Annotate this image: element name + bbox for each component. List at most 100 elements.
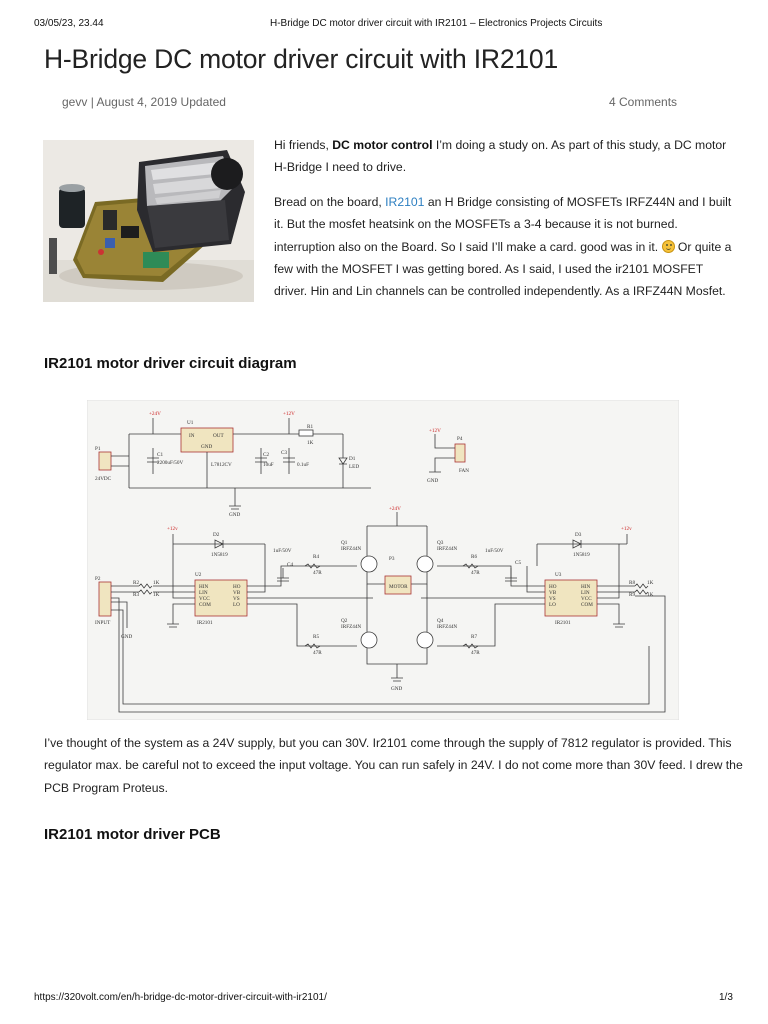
ir2101-link[interactable]: IR2101 bbox=[385, 194, 425, 209]
label-u3: U3 bbox=[555, 572, 562, 578]
label-c1: C1 bbox=[157, 452, 163, 458]
label-c4: C4 bbox=[287, 562, 293, 568]
label-r1-val: 1K bbox=[307, 440, 314, 446]
label-motor: MOTOR bbox=[389, 584, 408, 590]
label-r2: R2 bbox=[133, 580, 139, 586]
label-led: LED bbox=[349, 464, 359, 470]
label-gnd-fan: GND bbox=[427, 478, 438, 484]
section-heading-circuit: IR2101 motor driver circuit diagram bbox=[44, 355, 297, 372]
label-c2-val: 10uF bbox=[263, 462, 274, 468]
label-p4: P4 bbox=[457, 436, 463, 442]
label-c5: C5 bbox=[515, 560, 521, 566]
label-r8-val: 1K bbox=[647, 580, 654, 586]
intro-paragraph-1: Hi friends, DC motor control I’m doing a… bbox=[274, 138, 727, 175]
label-r3: R3 bbox=[133, 592, 139, 598]
label-u3-lo: LO bbox=[549, 602, 556, 608]
label-gnd-bridge: GND bbox=[391, 686, 402, 692]
label-out: OUT bbox=[213, 433, 224, 439]
label-u1: U1 bbox=[187, 420, 194, 426]
label-r9-val: 1K bbox=[647, 592, 654, 598]
label-r3-val: 1K bbox=[153, 592, 160, 598]
intro-text: Hi friends, DC motor control I’m doing a… bbox=[274, 134, 736, 315]
label-q4: Q4 bbox=[437, 618, 444, 624]
label-gnd-pin: GND bbox=[201, 444, 212, 450]
label-24v-b: +24V bbox=[389, 506, 401, 512]
label-u2-hin: HIN bbox=[199, 584, 208, 590]
label-r1: R1 bbox=[307, 424, 313, 430]
label-l7812cv: L7812CV bbox=[211, 462, 232, 468]
body-paragraph-3: I’ve thought of the system as a 24V supp… bbox=[44, 736, 743, 795]
label-q3: Q3 bbox=[437, 540, 444, 546]
label-r6-val: 47R bbox=[471, 570, 480, 576]
label-12v-fan: +12V bbox=[429, 428, 441, 434]
comments-link[interactable]: 4 Comments bbox=[609, 95, 678, 109]
label-d1: D1 bbox=[349, 456, 356, 462]
label-r7-val: 47R bbox=[471, 650, 480, 656]
circuit-schematic: P1 24VDC +24V U1 IN OUT GND L7812CV C1 2… bbox=[87, 400, 679, 720]
label-c3: C3 bbox=[281, 450, 287, 456]
label-d3-val: 1N5819 bbox=[573, 552, 590, 558]
section-heading-pcb: IR2101 motor driver PCB bbox=[44, 826, 221, 843]
label-u3-vs: VS bbox=[549, 596, 556, 602]
label-12v-left: +12v bbox=[167, 526, 178, 532]
update-date: | August 4, 2019 Updated bbox=[90, 95, 226, 109]
print-page-title: H-Bridge DC motor driver circuit with IR… bbox=[270, 18, 603, 29]
label-12v-a: +12V bbox=[283, 411, 295, 417]
label-u3-vcc: VCC bbox=[581, 596, 592, 602]
label-d2: D2 bbox=[213, 532, 220, 538]
label-in: IN bbox=[189, 433, 195, 439]
label-u2-lo: LO bbox=[233, 602, 240, 608]
label-u2-ho: HO bbox=[233, 584, 241, 590]
label-u2: U2 bbox=[195, 572, 202, 578]
label-u2-part: IR2101 bbox=[197, 620, 213, 626]
label-r5: R5 bbox=[313, 634, 319, 640]
label-24vdc: 24VDC bbox=[95, 476, 112, 482]
label-12v-right: +12v bbox=[621, 526, 632, 532]
label-gnd-a: GND bbox=[229, 512, 240, 518]
label-u3-vb: VB bbox=[549, 590, 557, 596]
label-u2-com: COM bbox=[199, 602, 211, 608]
print-url: https://320volt.com/en/h-bridge-dc-motor… bbox=[34, 992, 327, 1003]
label-p2: P2 bbox=[95, 576, 101, 582]
label-c1-val: 2200uF/50V bbox=[157, 460, 183, 466]
label-fan: FAN bbox=[459, 468, 469, 474]
smile-emoji-icon bbox=[661, 239, 675, 253]
label-p1: P1 bbox=[95, 446, 101, 452]
label-input: INPUT bbox=[95, 620, 111, 626]
author-link[interactable]: gevv bbox=[62, 95, 88, 109]
intro-paragraph-2: Bread on the board, IR2101 an H Bridge c… bbox=[274, 194, 732, 299]
label-q1-part: IRFZ44N bbox=[341, 546, 361, 552]
label-d2-val: 1N5819 bbox=[211, 552, 228, 558]
body-text: I’ve thought of the system as a 24V supp… bbox=[44, 732, 744, 799]
label-u2-vb: VB bbox=[233, 590, 241, 596]
label-u2-vcc: VCC bbox=[199, 596, 210, 602]
label-d3: D3 bbox=[575, 532, 582, 538]
label-c4-val: 1uF/50V bbox=[273, 548, 292, 554]
label-r5-val: 47R bbox=[313, 650, 322, 656]
label-u3-part: IR2101 bbox=[555, 620, 571, 626]
article-meta: gevv | August 4, 2019 Updated bbox=[62, 95, 226, 109]
circuit-board-photo bbox=[43, 140, 254, 302]
label-u3-ho: HO bbox=[549, 584, 557, 590]
label-u2-vs: VS bbox=[233, 596, 240, 602]
label-q1: Q1 bbox=[341, 540, 348, 546]
label-q3-part: IRFZ44N bbox=[437, 546, 457, 552]
label-r4-val: 47R bbox=[313, 570, 322, 576]
label-c5-val: 1uF/50V bbox=[485, 548, 504, 554]
label-r8: R8 bbox=[629, 580, 635, 586]
label-u3-com: COM bbox=[581, 602, 593, 608]
label-p3: P3 bbox=[389, 556, 395, 562]
print-date: 03/05/23, 23.44 bbox=[34, 18, 104, 29]
label-u3-hin: HIN bbox=[581, 584, 590, 590]
label-r2-val: 1K bbox=[153, 580, 160, 586]
label-u3-lin: LIN bbox=[581, 590, 590, 596]
label-c3-val: 0.1uF bbox=[297, 462, 309, 468]
label-r4: R4 bbox=[313, 554, 319, 560]
label-r6: R6 bbox=[471, 554, 477, 560]
label-gnd-input: GND bbox=[121, 634, 132, 640]
label-24v-a: +24V bbox=[149, 411, 161, 417]
label-q4-part: IRFZ44N bbox=[437, 624, 457, 630]
article-title: H-Bridge DC motor driver circuit with IR… bbox=[44, 44, 558, 74]
label-r7: R7 bbox=[471, 634, 477, 640]
bold-phrase: DC motor control bbox=[332, 138, 433, 152]
